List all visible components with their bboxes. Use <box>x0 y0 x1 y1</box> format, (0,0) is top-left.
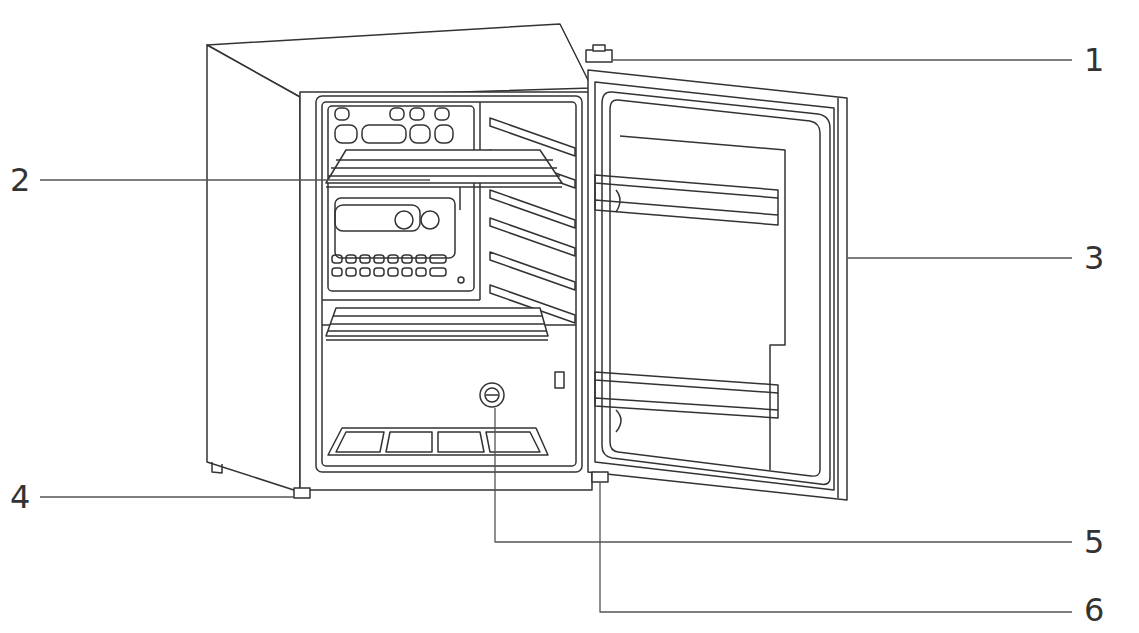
callout-number: 1 <box>1082 44 1106 76</box>
evaporator-panel <box>328 106 474 291</box>
wire-shelf <box>326 150 562 340</box>
shelf-rails <box>490 118 575 323</box>
callout-number: 5 <box>1082 526 1106 558</box>
door-shelves <box>595 175 778 432</box>
callout-number: 4 <box>8 481 32 513</box>
callout-number: 2 <box>8 164 32 196</box>
leader-lines <box>40 60 1072 612</box>
hinges <box>586 45 612 482</box>
latch <box>555 372 564 388</box>
door <box>588 70 847 500</box>
thermostat-knob <box>480 383 504 407</box>
callout-number: 3 <box>1082 242 1106 274</box>
cabinet-body <box>207 24 592 492</box>
foot <box>294 488 310 498</box>
drip-tray <box>328 428 548 455</box>
callout-number: 6 <box>1082 594 1106 626</box>
